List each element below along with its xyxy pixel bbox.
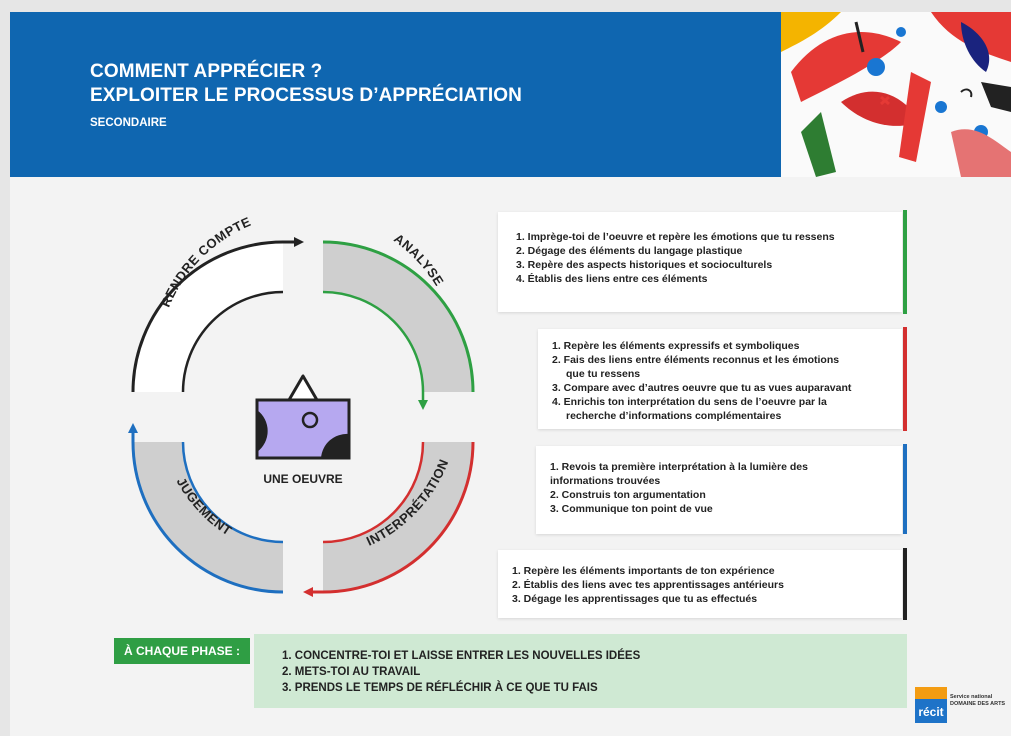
list-item: 4. Établis des liens entre ces éléments	[516, 273, 708, 285]
title-line-1: COMMENT APPRÉCIER ?	[90, 61, 323, 82]
rendre-compte-color-bar	[903, 548, 907, 620]
phase-jugement	[128, 423, 284, 594]
artwork-icon	[255, 374, 351, 460]
logo-mark: récit	[918, 705, 943, 719]
list-item: 3. PRENDS LE TEMPS DE RÉFLÉCHIR À CE QUE…	[282, 682, 598, 694]
page-title: COMMENT APPRÉCIER ? EXPLOITER LE PROCESS…	[90, 60, 522, 108]
list-item: 3. Communique ton point de vue	[550, 503, 713, 515]
phase-rendre-compte	[131, 237, 304, 393]
list-item: 2. METS-TOI AU TRAVAIL	[282, 666, 421, 678]
logo-line-1: Service national	[950, 694, 993, 700]
list-item: informations trouvées	[550, 475, 661, 487]
subtitle: SECONDAIRE	[90, 117, 167, 129]
analyse-steps-box: 1. Imprège-toi de l’oeuvre et repère les…	[498, 212, 902, 312]
list-item: 1. CONCENTRE-TOI ET LAISSE ENTRER LES NO…	[282, 650, 641, 662]
list-item: 3. Compare avec d’autres oeuvre que tu a…	[552, 382, 852, 394]
list-item: 4. Enrichis ton interprétation du sens d…	[552, 396, 827, 408]
list-item: 3. Repère des aspects historiques et soc…	[516, 259, 773, 271]
logo-caption: Service national DOMAINE DES ARTS	[950, 694, 1010, 708]
jugement-color-bar	[903, 444, 907, 534]
list-item: 2. Établis des liens avec tes apprentiss…	[512, 579, 784, 591]
each-phase-box: 1. CONCENTRE-TOI ET LAISSE ENTRER LES NO…	[254, 634, 907, 708]
analyse-color-bar	[903, 210, 907, 314]
header-banner: COMMENT APPRÉCIER ? EXPLOITER LE PROCESS…	[10, 12, 781, 177]
logo-line-2: DOMAINE DES ARTS	[950, 701, 1006, 707]
interpretation-steps-box: 1. Repère les éléments expressifs et sym…	[538, 329, 902, 429]
appreciation-cycle-diagram: UNE OEUVRE RENDRE COMPTE ANALYSE JUGEMEN…	[128, 214, 475, 597]
phase-analyse	[322, 240, 475, 410]
center-label: UNE OEUVRE	[263, 472, 342, 486]
list-item: 2. Construis ton argumentation	[550, 489, 706, 501]
jugement-steps-box: 1. Revois ta première interprétation à l…	[536, 446, 902, 534]
title-line-2: EXPLOITER LE PROCESSUS D’APPRÉCIATION	[90, 85, 522, 106]
recit-logo: récit	[915, 687, 947, 723]
interpretation-color-bar	[903, 327, 907, 431]
abstract-artwork-image	[781, 12, 1011, 177]
phase-interpretation	[303, 441, 475, 597]
list-item: 3. Dégage les apprentissages que tu as e…	[512, 593, 758, 605]
list-item: recherche d’informations complémentaires	[566, 410, 782, 422]
list-item: 1. Repère les éléments expressifs et sym…	[552, 340, 800, 352]
list-item: 1. Revois ta première interprétation à l…	[550, 461, 808, 473]
list-item: 2. Fais des liens entre éléments reconnu…	[552, 354, 840, 366]
list-item: 2. Dégage des éléments du langage plasti…	[516, 245, 743, 257]
each-phase-label: À CHAQUE PHASE :	[114, 638, 250, 664]
list-item: 1. Repère les éléments importants de ton…	[512, 565, 775, 577]
poster: COMMENT APPRÉCIER ? EXPLOITER LE PROCESS…	[10, 12, 1011, 736]
list-item: que tu ressens	[566, 368, 641, 380]
list-item: 1. Imprège-toi de l’oeuvre et repère les…	[516, 231, 835, 243]
rendre-compte-steps-box: 1. Repère les éléments importants de ton…	[498, 550, 902, 618]
